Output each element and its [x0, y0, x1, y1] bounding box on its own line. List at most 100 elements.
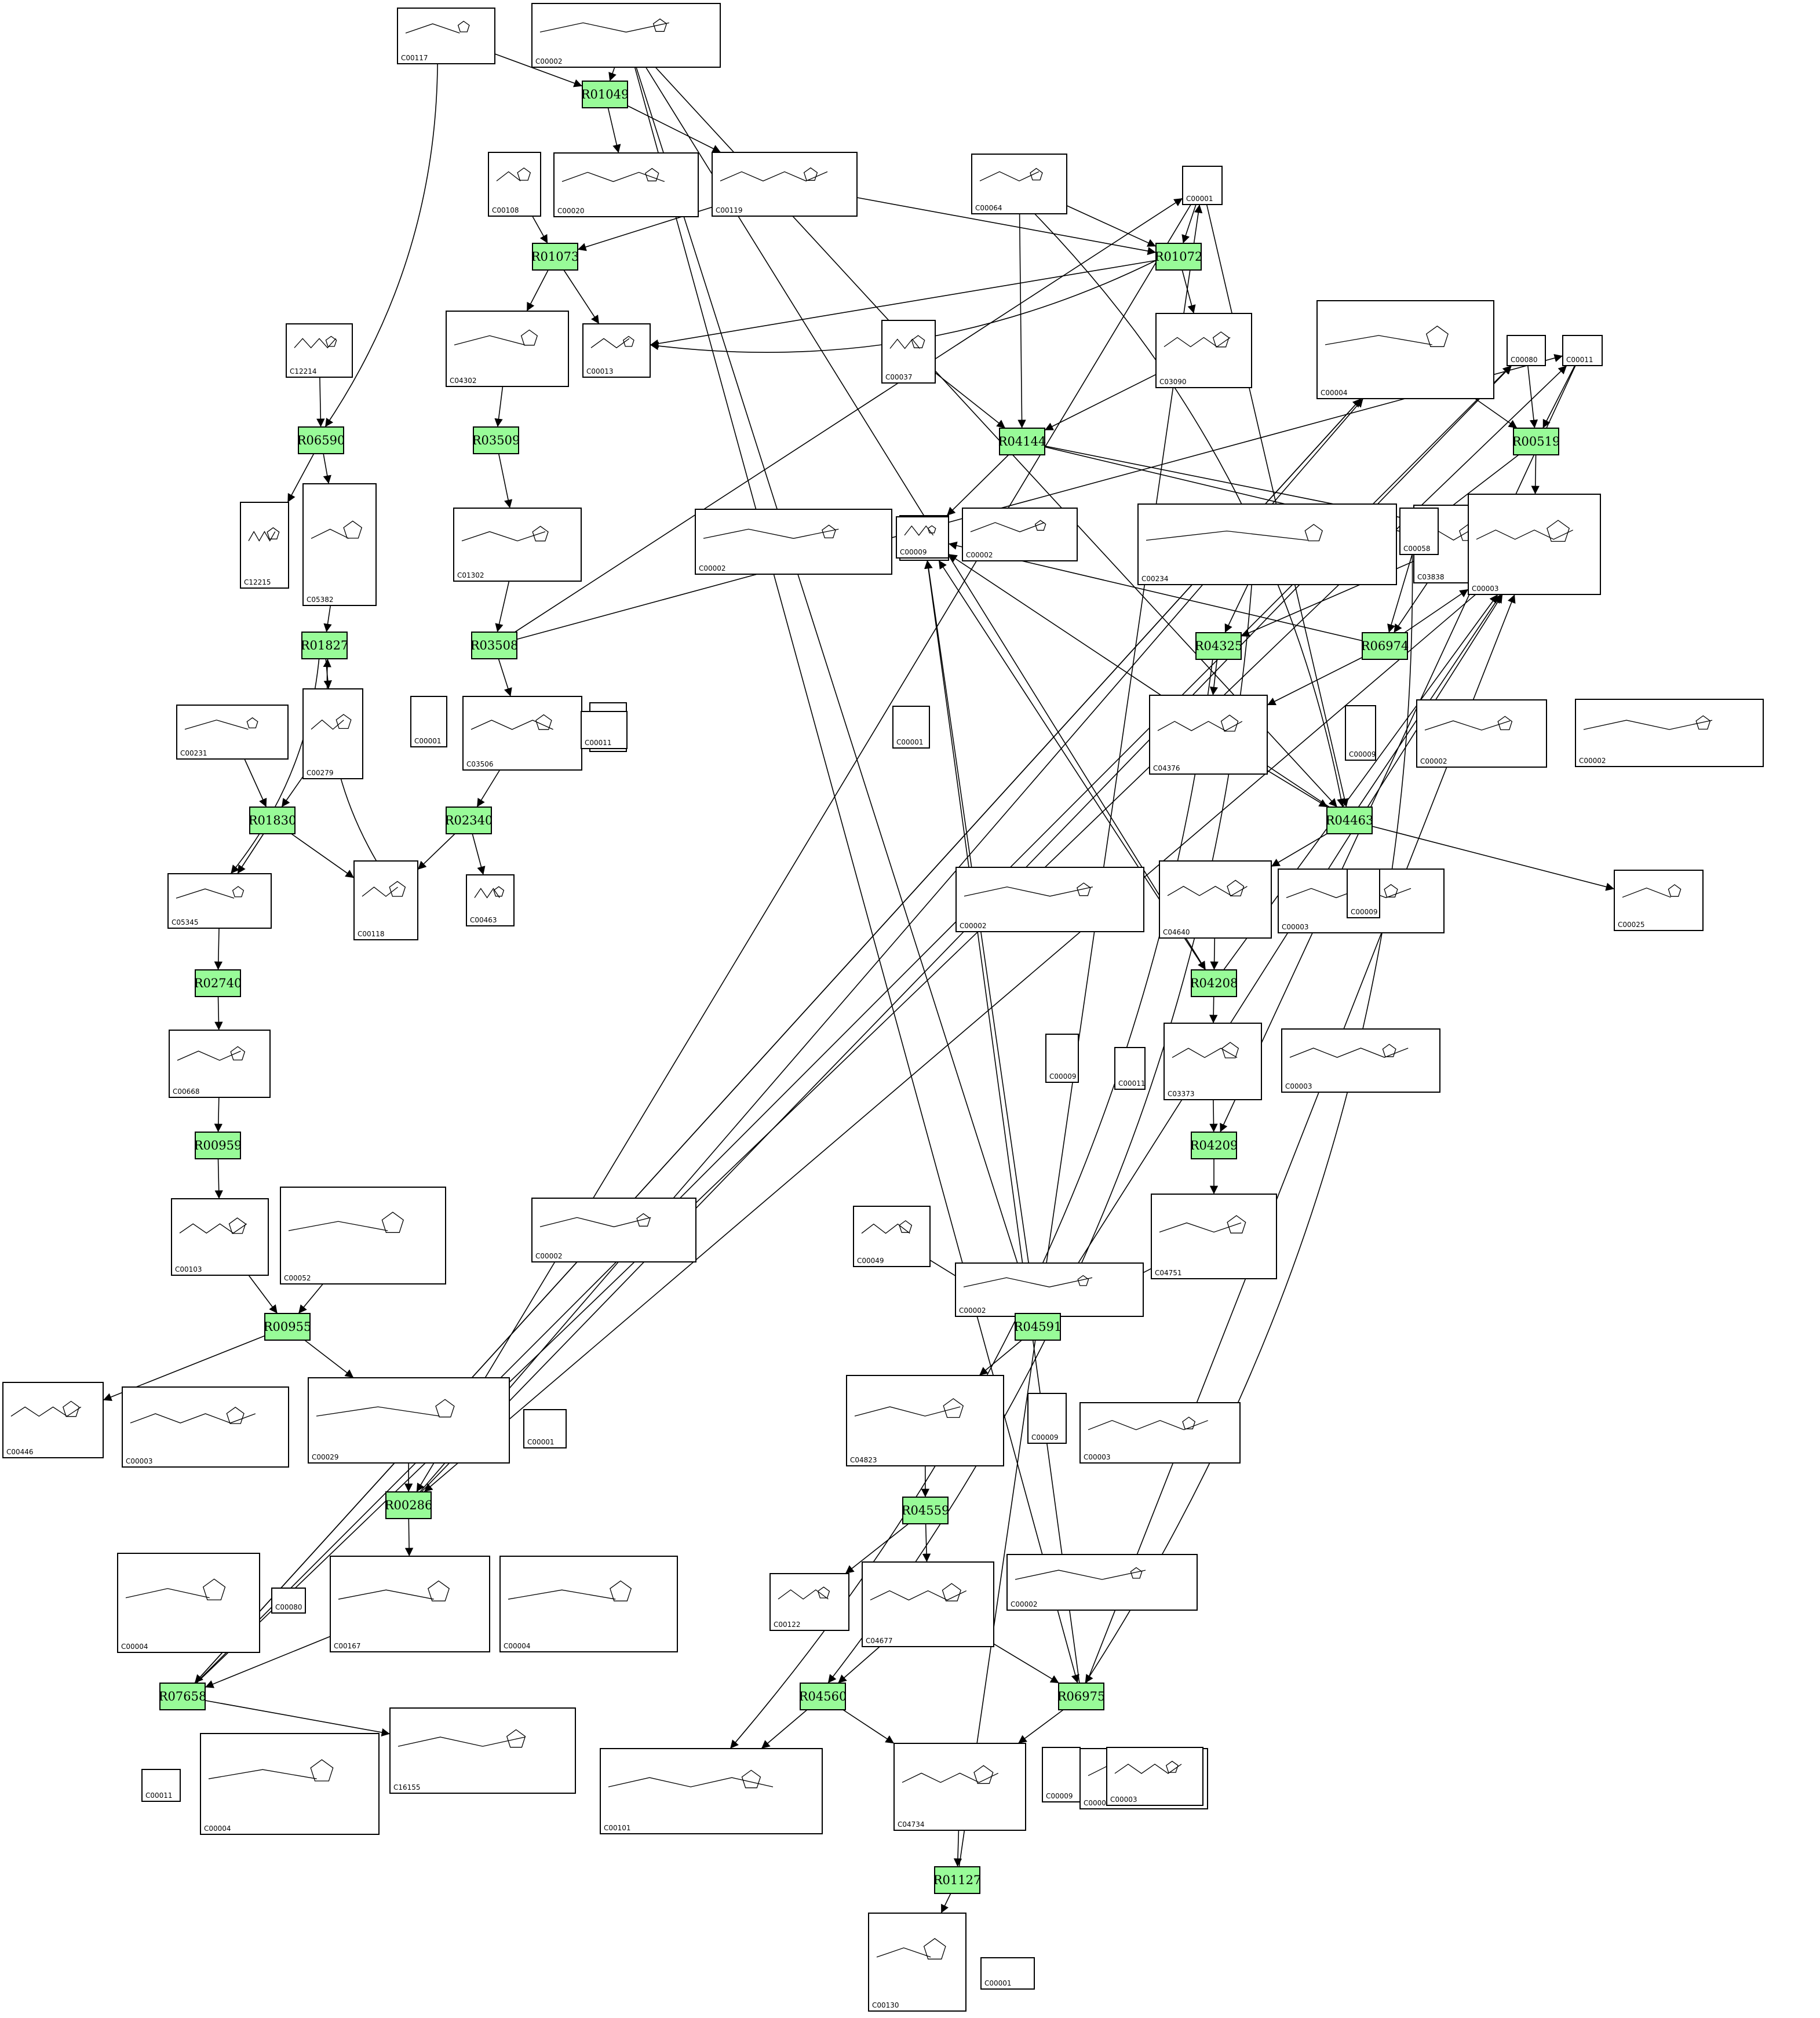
compound-box[interactable]	[1281, 1028, 1440, 1093]
compound-C05345[interactable]: C05345	[167, 873, 272, 929]
compound-box[interactable]	[892, 706, 930, 749]
compound-C00117[interactable]: C00117	[397, 8, 495, 64]
compound-box[interactable]	[868, 1913, 966, 2012]
compound-box[interactable]	[499, 1556, 678, 1652]
reaction-box[interactable]	[264, 1313, 311, 1341]
compound-box[interactable]	[466, 874, 515, 926]
reaction-box[interactable]	[195, 969, 241, 997]
compound-C00001[interactable]: C00001	[892, 706, 930, 749]
compound-box[interactable]	[1399, 508, 1439, 555]
compound-C00118[interactable]: C00118	[353, 860, 418, 940]
compound-box[interactable]	[1507, 335, 1546, 366]
reaction-box[interactable]	[1513, 428, 1559, 455]
compound-C00002[interactable]: C00002	[531, 3, 721, 68]
compound-box[interactable]	[1562, 335, 1603, 366]
compound-C00003[interactable]: C00003	[122, 1386, 289, 1468]
compound-box[interactable]	[1316, 300, 1494, 399]
compound-C04734[interactable]: C04734	[893, 1743, 1026, 1831]
compound-box[interactable]	[302, 688, 363, 779]
reaction-box[interactable]	[999, 428, 1045, 455]
compound-box[interactable]	[553, 152, 699, 217]
compound-box[interactable]	[980, 1957, 1035, 1990]
compound-box[interactable]	[1345, 705, 1376, 761]
compound-box[interactable]	[1468, 494, 1601, 595]
reaction-R01073[interactable]: R01073	[531, 243, 579, 271]
compound-C00001[interactable]: C00001	[410, 696, 447, 747]
compound-box[interactable]	[117, 1553, 260, 1653]
compound-box[interactable]	[1149, 695, 1268, 775]
compound-box[interactable]	[330, 1556, 490, 1652]
reaction-R03508[interactable]: R03508	[470, 632, 519, 659]
compound-box[interactable]	[1079, 1402, 1241, 1464]
reaction-R07658[interactable]: R07658	[159, 1683, 207, 1710]
reaction-R06975[interactable]: R06975	[1057, 1683, 1106, 1710]
reaction-box[interactable]	[1195, 632, 1242, 660]
compound-box[interactable]	[353, 860, 418, 940]
compound-box[interactable]	[523, 1409, 567, 1448]
reaction-box[interactable]	[1326, 807, 1373, 834]
compound-box[interactable]	[169, 1030, 271, 1098]
compound-C00108[interactable]: C00108	[488, 152, 541, 217]
compound-C04376[interactable]: C04376	[1149, 695, 1268, 775]
compound-C00234[interactable]: C00234	[1137, 503, 1397, 585]
compound-box[interactable]	[141, 1769, 181, 1802]
compound-box[interactable]	[1416, 699, 1547, 768]
reaction-box[interactable]	[532, 243, 578, 271]
compound-C00011[interactable]: C00011	[141, 1769, 181, 1802]
reaction-box[interactable]	[800, 1683, 846, 1710]
compound-C16155[interactable]: C16155	[389, 1707, 576, 1794]
compound-box[interactable]	[1182, 166, 1223, 205]
compound-box[interactable]	[286, 323, 353, 378]
compound-C04677[interactable]: C04677	[862, 1561, 994, 1647]
compound-C00009[interactable]: C00009	[1042, 1747, 1081, 1802]
compound-box[interactable]	[171, 1198, 269, 1276]
compound-C00011[interactable]: C00011	[581, 711, 628, 749]
compound-box[interactable]	[122, 1386, 289, 1468]
compound-C00025[interactable]: C00025	[1614, 870, 1704, 931]
compound-box[interactable]	[1027, 1393, 1067, 1444]
compound-box[interactable]	[1042, 1747, 1081, 1802]
compound-C00009[interactable]: C00009	[1347, 868, 1380, 918]
compound-C00049[interactable]: C00049	[853, 1206, 931, 1267]
compound-C00002[interactable]: C00002	[955, 867, 1144, 932]
compound-C00009[interactable]: C00009	[1045, 1034, 1079, 1083]
compound-C00064[interactable]: C00064	[971, 154, 1067, 214]
reaction-R00959[interactable]: R00959	[194, 1132, 242, 1159]
reaction-box[interactable]	[934, 1866, 980, 1894]
compound-C00020[interactable]: C00020	[553, 152, 699, 217]
reaction-R02340[interactable]: R02340	[445, 807, 493, 834]
compound-box[interactable]	[2, 1382, 104, 1458]
reaction-R01127[interactable]: R01127	[933, 1866, 982, 1894]
compound-box[interactable]	[896, 516, 949, 559]
compound-box[interactable]	[1114, 1047, 1146, 1090]
reaction-R01072[interactable]: R01072	[1155, 243, 1203, 271]
compound-box[interactable]	[600, 1748, 823, 1834]
compound-C00101[interactable]: C00101	[600, 1748, 823, 1834]
compound-box[interactable]	[302, 483, 377, 606]
compound-box[interactable]	[846, 1375, 1004, 1466]
compound-box[interactable]	[280, 1187, 446, 1284]
compound-C00002[interactable]: C00002	[1006, 1554, 1198, 1611]
compound-box[interactable]	[1155, 313, 1252, 388]
compound-box[interactable]	[862, 1561, 994, 1647]
reaction-R04560[interactable]: R04560	[799, 1683, 847, 1710]
compound-C00009[interactable]: C00009	[1345, 705, 1376, 761]
compound-C00002[interactable]: C00002	[695, 509, 892, 575]
compound-box[interactable]	[462, 696, 582, 771]
compound-C12215[interactable]: C12215	[240, 502, 289, 589]
compound-C03090[interactable]: C03090	[1155, 313, 1252, 388]
compound-C04302[interactable]: C04302	[446, 311, 569, 387]
compound-C00446[interactable]: C00446	[2, 1382, 104, 1458]
reaction-box[interactable]	[582, 81, 628, 108]
reaction-R04325[interactable]: R04325	[1195, 632, 1243, 660]
compound-C00003[interactable]: C00003	[1468, 494, 1601, 595]
compound-box[interactable]	[531, 3, 721, 68]
compound-C00002[interactable]: C00002	[531, 1198, 696, 1262]
compound-box[interactable]	[308, 1377, 510, 1464]
compound-box[interactable]	[410, 696, 447, 747]
compound-box[interactable]	[1151, 1194, 1277, 1279]
reaction-box[interactable]	[298, 426, 344, 454]
compound-C00011[interactable]: C00011	[1114, 1047, 1146, 1090]
compound-box[interactable]	[581, 711, 628, 749]
compound-C00029[interactable]: C00029	[308, 1377, 510, 1464]
